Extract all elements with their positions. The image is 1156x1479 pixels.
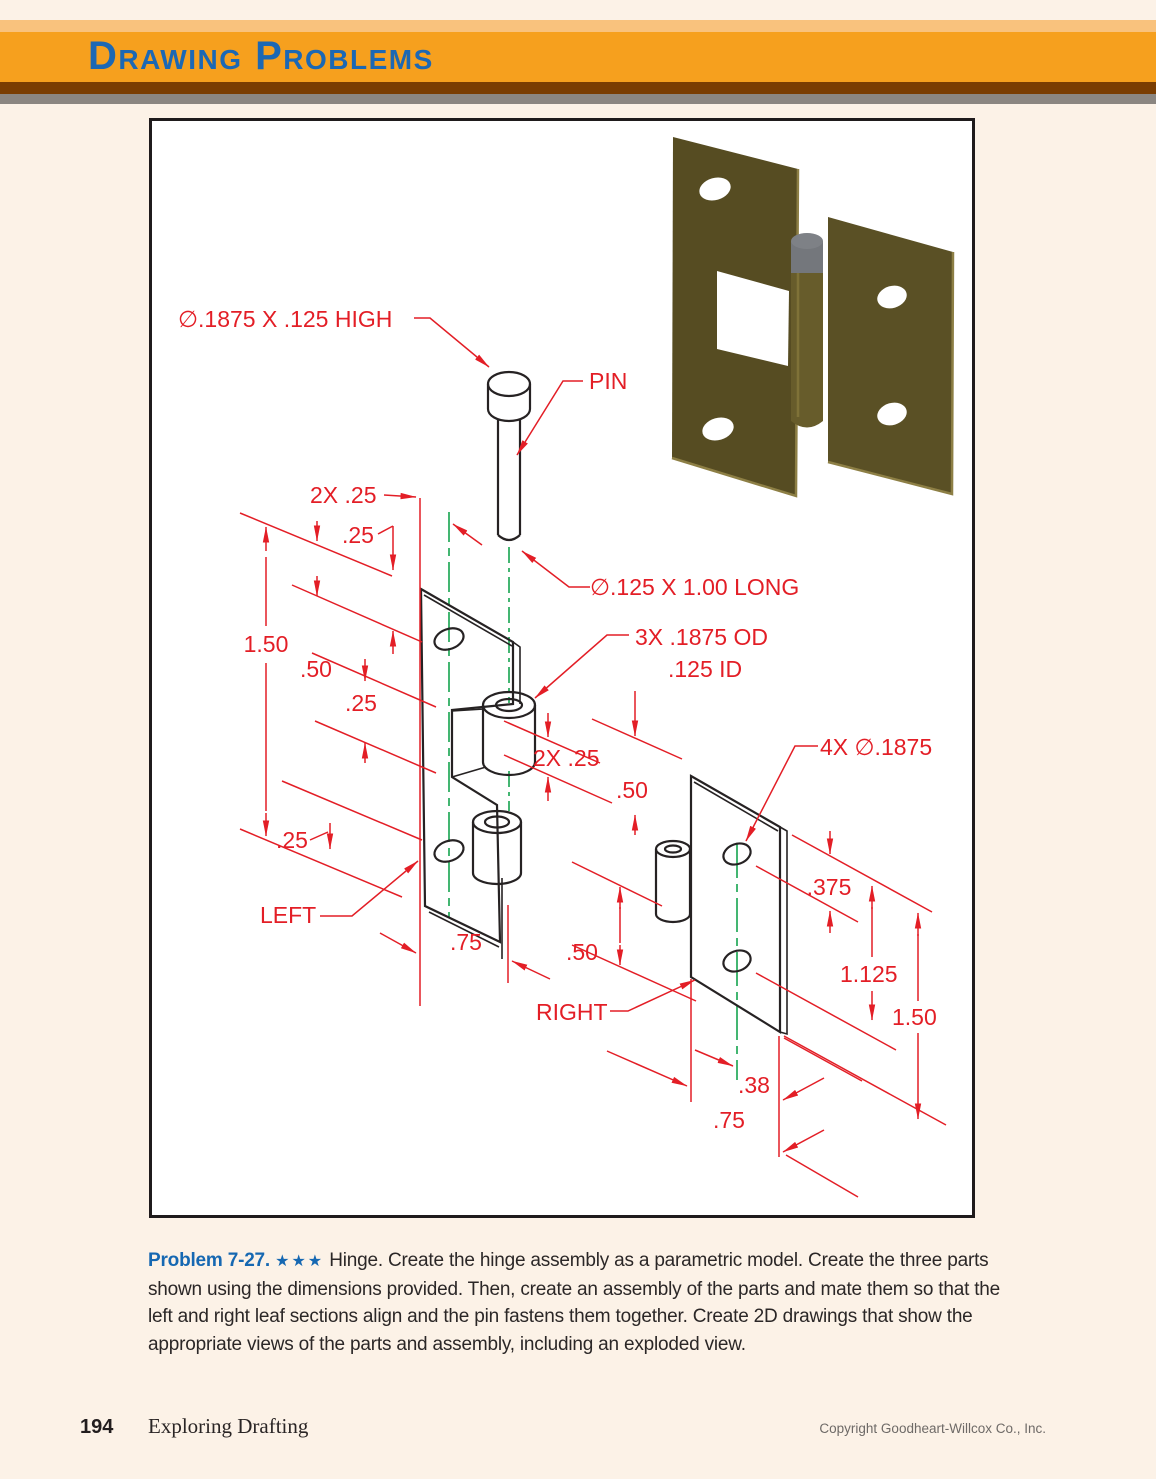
dim-label-150-right: 1.50 [892,1004,937,1030]
copyright-notice: Copyright Goodheart-Willcox Co., Inc. [819,1421,1046,1436]
caption-problem-number: Problem 7-27. [148,1250,271,1271]
dim-label-2x25-mid: 2X .25 [533,745,600,771]
header-band-gray [0,94,1156,104]
problem-figure: ∅.1875 X .125 HIGH PIN 2X .25 .25 ∅.125 … [149,118,975,1218]
dim-label-4x-dia: 4X ∅.1875 [820,734,932,760]
dim-label-75-right: .75 [713,1107,745,1133]
dimension-lines [239,317,947,1198]
caption-difficulty-stars: ★★★ [275,1253,325,1270]
dim-label-od: 3X .1875 OD [635,624,768,650]
pin-part [486,370,532,542]
dimension-labels: ∅.1875 X .125 HIGH PIN 2X .25 .25 ∅.125 … [178,306,937,1133]
left-leaf-part [419,587,537,959]
hinge-3d-render [671,137,955,498]
dim-label-38: .38 [738,1072,770,1098]
book-title: Exploring Drafting [148,1414,309,1438]
header-band-light [0,20,1156,32]
dim-label-50-low: .50 [566,939,598,965]
dim-label-50-mid: .50 [616,777,648,803]
dim-label-75-left: .75 [450,929,482,955]
dim-label-25-mid: .25 [345,690,377,716]
page-number: 194 [80,1416,114,1438]
header-band-brown [0,82,1156,94]
figure-caption: Problem 7-27. ★★★ Hinge. Create the hing… [148,1247,1014,1358]
centerlines [448,512,738,1080]
dim-label-1125: 1.125 [840,961,898,987]
dim-label-head-dia: ∅.1875 X .125 HIGH [178,306,392,332]
dim-label-id: .125 ID [668,656,742,682]
dim-label-pin: PIN [589,368,627,394]
dim-label-375: .375 [807,874,852,900]
dim-label-150-left: 1.50 [244,631,289,657]
dim-label-left: LEFT [260,902,316,928]
header-band-orange [0,32,1156,82]
hinge-drawing: ∅.1875 X .125 HIGH PIN 2X .25 .25 ∅.125 … [178,137,955,1198]
right-leaf-part [654,774,788,1036]
page-title: Drawing Problems [88,34,434,78]
dim-label-25-low: .25 [276,827,308,853]
dim-label-25-top: .25 [342,522,374,548]
caption-text: Hinge. Create the hinge assembly as a pa… [148,1250,1001,1355]
dim-label-right: RIGHT [536,999,608,1025]
dim-label-pin-dia: ∅.125 X 1.00 LONG [590,574,799,600]
dim-label-2x25-top: 2X .25 [310,482,377,508]
dim-label-50-left: .50 [300,656,332,682]
